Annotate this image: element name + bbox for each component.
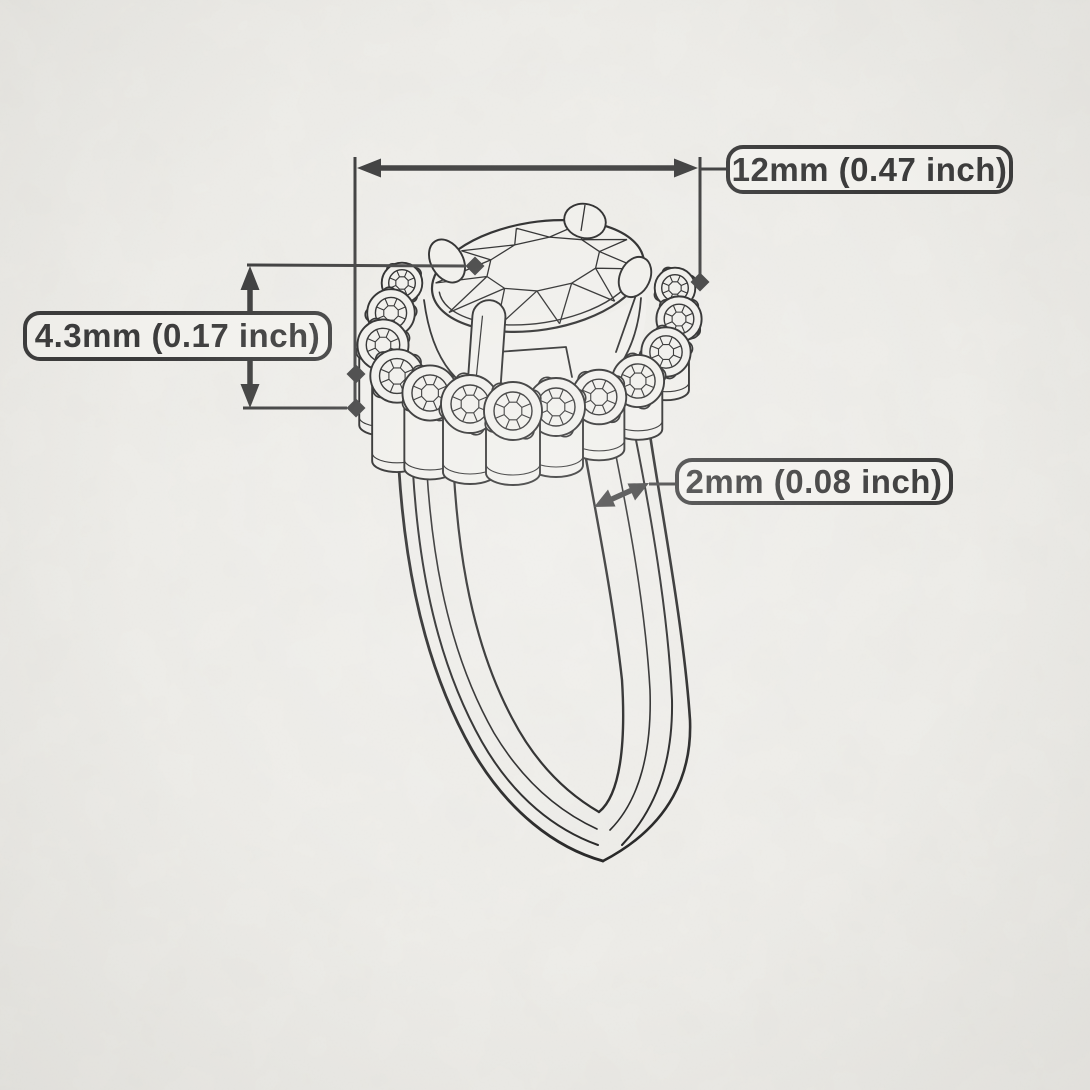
dimension-annotations bbox=[240, 157, 726, 507]
gem-crown-facets bbox=[435, 223, 641, 329]
measure-point bbox=[346, 398, 366, 418]
width-dimension-label: 12mm (0.47 inch) bbox=[726, 145, 1013, 194]
measure-point bbox=[346, 364, 366, 384]
ext-line-height-top bbox=[246, 263, 467, 268]
band-inner-left bbox=[424, 428, 598, 830]
band-mid-right-2 bbox=[621, 429, 674, 846]
halo-stone bbox=[483, 381, 543, 486]
prong-top bbox=[563, 202, 607, 240]
dimension-width bbox=[357, 158, 698, 178]
prong-top-crease bbox=[580, 204, 586, 232]
band-inner-right bbox=[581, 440, 625, 814]
arrowhead-down bbox=[240, 384, 260, 408]
stone-facets bbox=[495, 393, 531, 429]
arrowhead-right bbox=[674, 158, 698, 178]
arrowhead-band-left bbox=[594, 489, 616, 507]
stone-facets bbox=[622, 365, 654, 397]
band-mid-right bbox=[609, 435, 652, 831]
height-dimension-label: 4.3mm (0.17 inch) bbox=[23, 311, 332, 361]
band-outer-right bbox=[601, 433, 692, 863]
ring-band bbox=[395, 423, 692, 863]
basket-step bbox=[496, 346, 573, 378]
stone-facets bbox=[452, 386, 488, 422]
halo-back-stones bbox=[364, 261, 703, 343]
arrowhead-left bbox=[357, 158, 381, 178]
arrowhead-band-right bbox=[627, 483, 649, 501]
prong-left bbox=[428, 238, 466, 284]
prong-right bbox=[617, 255, 653, 299]
stone-bezel-rim bbox=[483, 381, 543, 441]
band-innermost-left bbox=[450, 430, 601, 814]
stone-girdle bbox=[493, 391, 533, 431]
stone-facets bbox=[582, 380, 616, 414]
arrowhead-up bbox=[240, 266, 260, 290]
measure-point bbox=[465, 256, 485, 276]
band-outer-left bbox=[395, 423, 605, 863]
dimension-band-width bbox=[594, 483, 649, 507]
basket-reflection bbox=[615, 294, 637, 353]
stone-facets bbox=[651, 337, 681, 367]
measure-point-markers bbox=[346, 256, 710, 418]
band-thickness-label: 2mm (0.08 inch) bbox=[675, 458, 953, 505]
stone-facets bbox=[538, 389, 574, 425]
stone-girdle bbox=[649, 335, 683, 369]
band-mid-left bbox=[410, 426, 599, 846]
halo-front-stones bbox=[355, 317, 694, 486]
measure-point bbox=[690, 272, 710, 292]
